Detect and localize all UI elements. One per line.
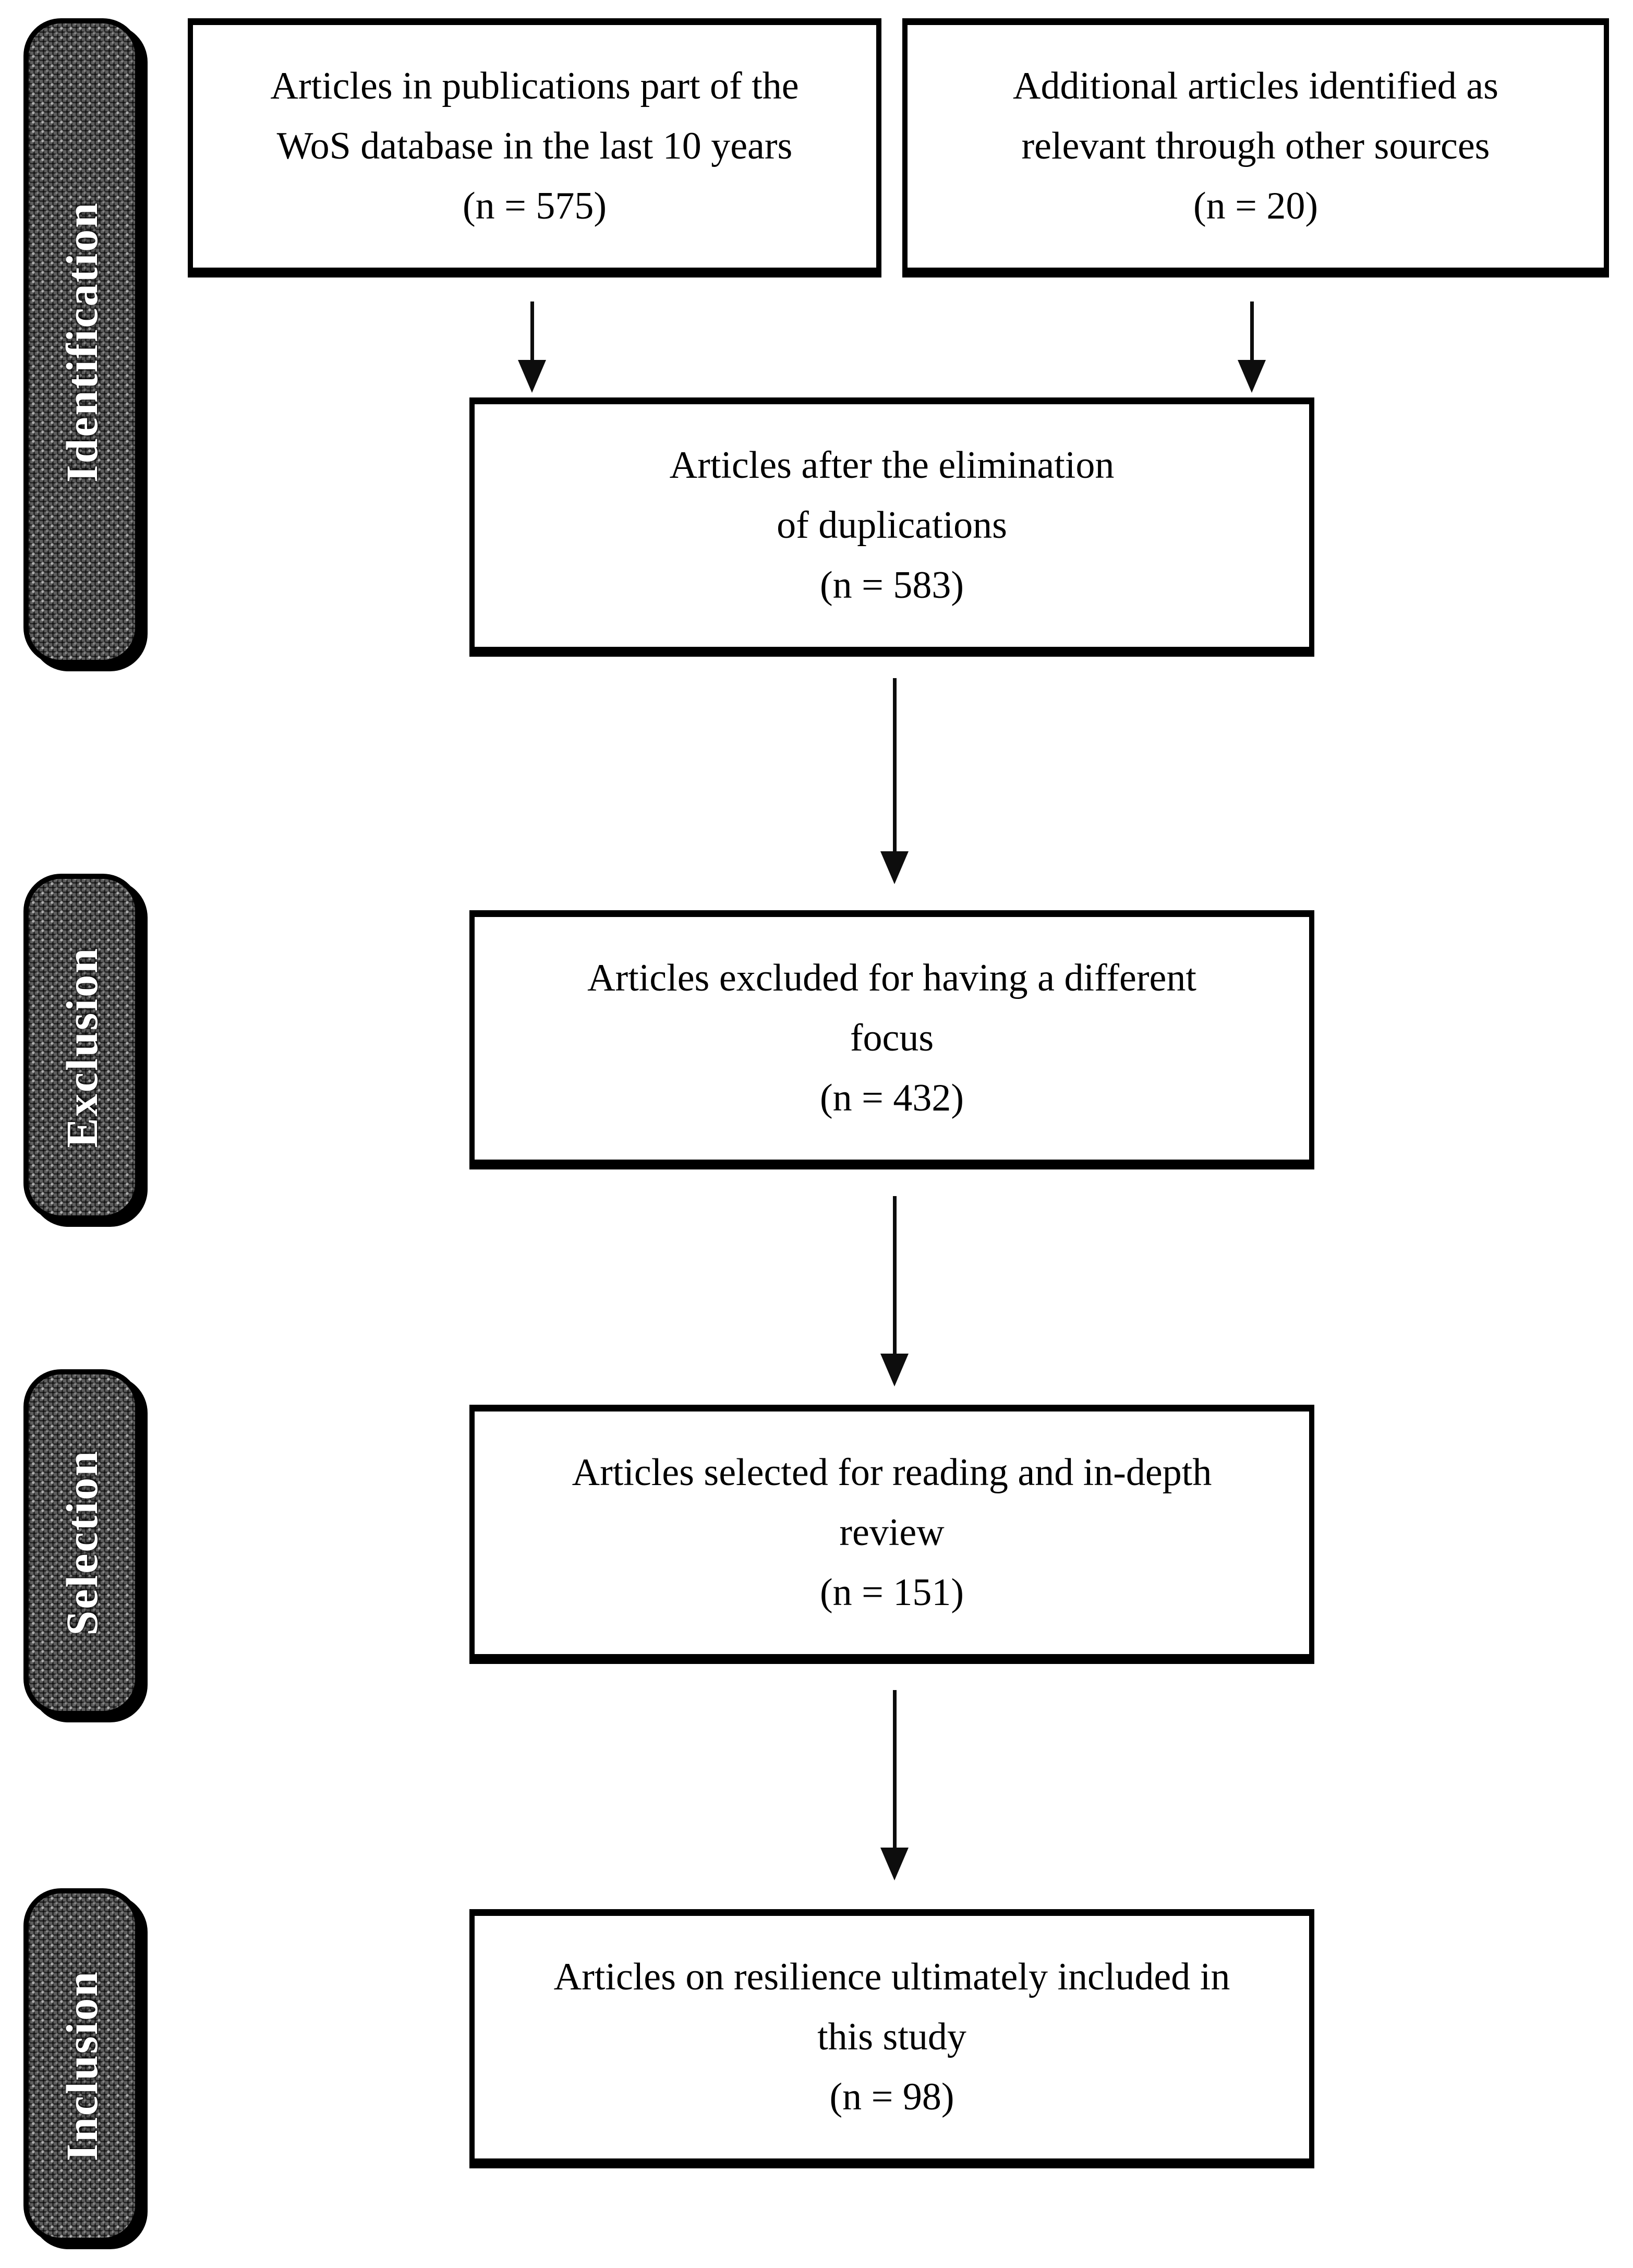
box-other-sources: Additional articles identified as releva… <box>902 18 1609 278</box>
box-selected: Articles selected for reading and in-dep… <box>469 1405 1314 1664</box>
arrow-other-to-dedup <box>1238 301 1266 393</box>
arrow-line <box>892 678 897 851</box>
stage-label-selection: Selection <box>57 1450 107 1636</box>
box-included: Articles on resilience ultimately includ… <box>469 1909 1314 2168</box>
stage-label-exclusion: Exclusion <box>57 946 107 1148</box>
arrow-excluded-to-selected <box>880 1196 909 1386</box>
stage-pill-inclusion: Inclusion <box>23 1888 140 2243</box>
stage-pill-identification: Identification <box>23 18 140 665</box>
arrow-line <box>530 301 534 360</box>
box-deduplicated: Articles after the elimination of duplic… <box>469 397 1314 657</box>
box-other-sources-count: (n = 20) <box>1193 185 1319 227</box>
box-included-line2: this study <box>817 2016 966 2058</box>
arrow-head-icon <box>880 1848 909 1880</box>
stage-label-identification: Identification <box>57 201 107 482</box>
box-selected-line1: Articles selected for reading and in-dep… <box>572 1451 1212 1494</box>
box-excluded-count: (n = 432) <box>819 1077 964 1119</box>
arrow-head-icon <box>880 851 909 884</box>
box-selected-line2: review <box>839 1511 945 1554</box>
box-wos-count: (n = 575) <box>462 185 607 227</box>
stage-pill-exclusion: Exclusion <box>23 874 140 1221</box>
box-excluded-line2: focus <box>850 1017 934 1059</box>
arrow-selected-to-included <box>880 1690 909 1880</box>
box-excluded-line1: Articles excluded for having a different <box>587 957 1196 999</box>
stage-label-inclusion: Inclusion <box>57 1970 107 2162</box>
arrow-line <box>892 1196 897 1354</box>
box-other-sources-line2: relevant through other sources <box>1021 125 1490 167</box>
arrow-wos-to-dedup <box>518 301 546 393</box>
box-deduplicated-count: (n = 583) <box>819 564 964 607</box>
arrow-dedup-to-excluded <box>880 678 909 884</box>
box-included-count: (n = 98) <box>829 2076 954 2118</box>
box-excluded: Articles excluded for having a different… <box>469 910 1314 1169</box>
box-other-sources-line1: Additional articles identified as <box>1013 65 1498 107</box>
box-selected-count: (n = 151) <box>819 1571 964 1614</box>
arrow-line <box>892 1690 897 1848</box>
box-deduplicated-line2: of duplications <box>777 504 1007 547</box>
box-deduplicated-line1: Articles after the elimination <box>669 444 1115 487</box>
box-included-line1: Articles on resilience ultimately includ… <box>553 1956 1230 1998</box>
arrow-line <box>1250 301 1254 360</box>
box-wos-line1: Articles in publications part of the <box>270 65 799 107</box>
box-wos-articles: Articles in publications part of the WoS… <box>188 18 881 278</box>
arrow-head-icon <box>1238 360 1266 393</box>
box-wos-line2: WoS database in the last 10 years <box>276 125 793 167</box>
stage-pill-selection: Selection <box>23 1369 140 1716</box>
arrow-head-icon <box>518 360 546 393</box>
arrow-head-icon <box>880 1354 909 1386</box>
